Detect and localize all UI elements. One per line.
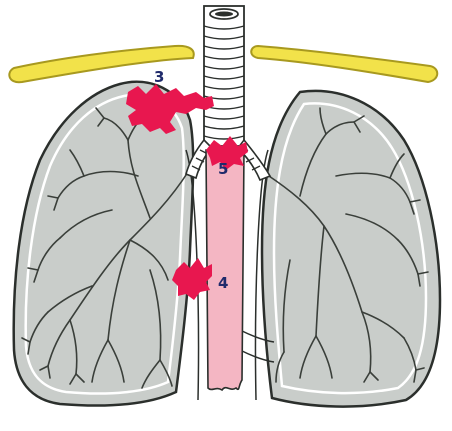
right-clavicle bbox=[251, 46, 437, 82]
left-clavicle bbox=[9, 46, 193, 82]
marker-3-label: 3 bbox=[154, 68, 164, 86]
marker-5-label: 5 bbox=[218, 160, 228, 178]
marker-4-label: 4 bbox=[218, 274, 228, 292]
right-lung bbox=[262, 91, 440, 407]
